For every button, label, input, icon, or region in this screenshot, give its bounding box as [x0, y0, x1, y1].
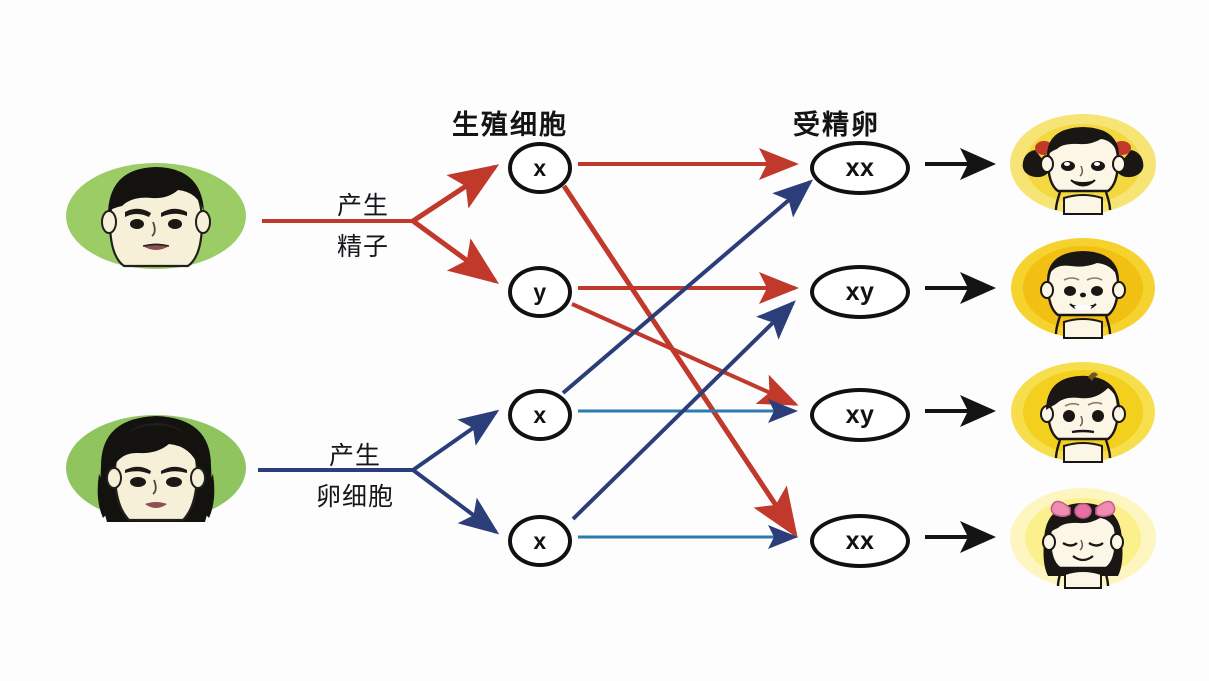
zygote-oval-4: xx: [810, 514, 910, 568]
column-title-zygote: 受精卵: [793, 110, 880, 141]
zygote-oval-3: xy: [810, 388, 910, 442]
mother-label-line2: 卵细胞: [315, 482, 394, 511]
mother-label-line1: 产生: [328, 441, 381, 470]
child-girl-bow: [1008, 486, 1158, 590]
zygote-oval-2: xy: [810, 265, 910, 319]
mother-branch-arrows: [258, 409, 500, 535]
child-boy-bowl-cut: [1008, 360, 1158, 464]
child-boy-short-hair: [1008, 236, 1158, 340]
gamete-oval-3: x: [508, 389, 572, 441]
gamete-oval-1: x: [508, 142, 572, 194]
arrow-g1-z4: [561, 184, 798, 539]
parent-father: [63, 160, 249, 272]
gamete-oval-2: y: [508, 266, 572, 318]
arrow-g4-z2: [571, 300, 796, 521]
zygote-oval-1: xx: [810, 141, 910, 195]
father-label-line2: 精子: [336, 232, 389, 261]
father-label-line1: 产生: [336, 191, 389, 220]
parent-mother: [63, 412, 249, 524]
gamete-oval-4: x: [508, 515, 572, 567]
child-girl-pigtails: [1008, 112, 1158, 216]
father-branch-arrows: [262, 164, 500, 284]
arrow-g3-z1: [561, 179, 814, 395]
column-title-germ-cells: 生殖细胞: [452, 110, 568, 141]
arrow-g2-z3: [571, 302, 799, 406]
